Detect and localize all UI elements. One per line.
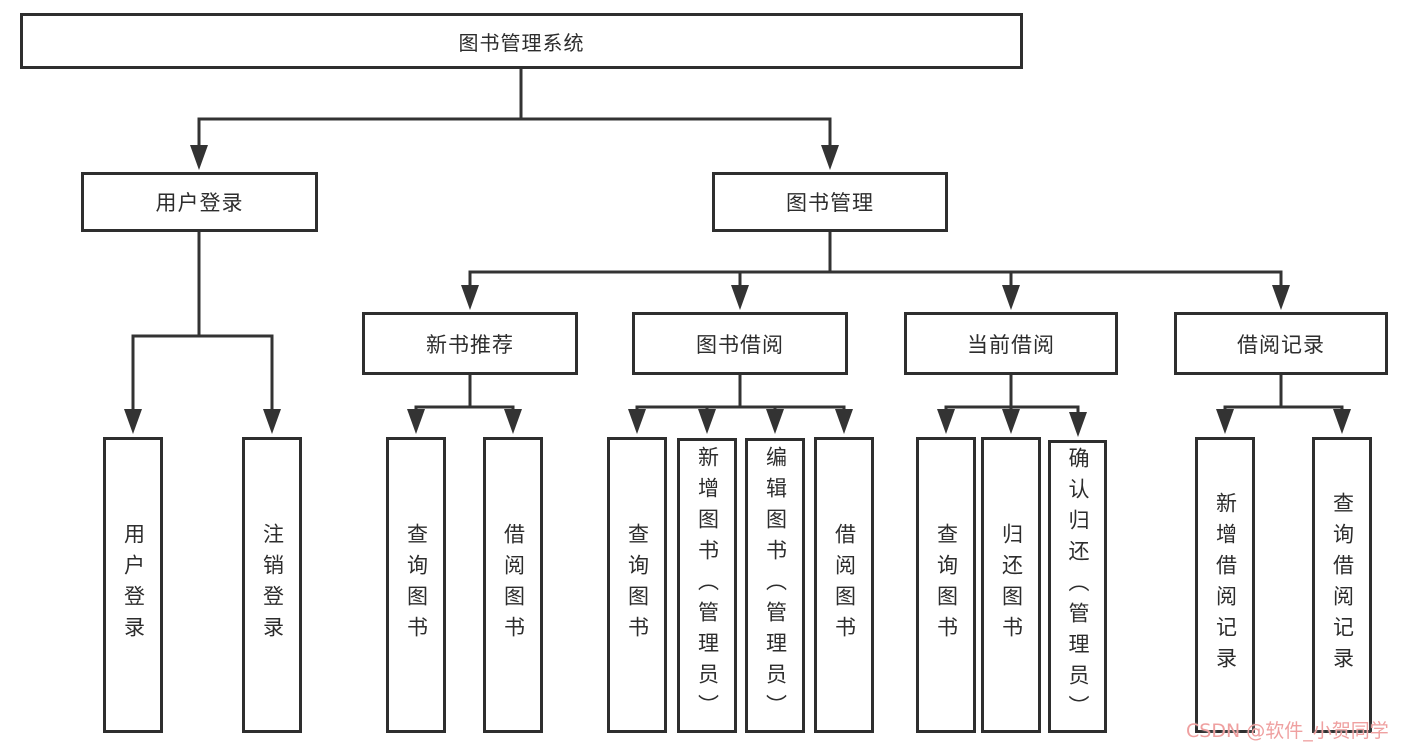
node-root-library-system: 图书管理系统 <box>20 13 1023 69</box>
node-current-confirm-return-admin: 确认归还（管理员） <box>1048 440 1107 733</box>
node-borrowing-borrow-books: 借阅图书 <box>814 437 874 733</box>
node-user-login: 用户登录 <box>103 437 163 733</box>
node-borrowing-edit-books-admin: 编辑图书（管理员） <box>745 438 805 733</box>
node-records-add-record: 新增借阅记录 <box>1195 437 1255 733</box>
node-borrow-records: 借阅记录 <box>1174 312 1388 375</box>
node-book-borrowing: 图书借阅 <box>632 312 848 375</box>
node-recommend-borrow-books: 借阅图书 <box>483 437 543 733</box>
node-borrowing-query-books: 查询图书 <box>607 437 667 733</box>
node-records-query-record: 查询借阅记录 <box>1312 437 1372 733</box>
node-recommend-query-books: 查询图书 <box>386 437 446 733</box>
node-new-book-recommend: 新书推荐 <box>362 312 578 375</box>
node-logout: 注销登录 <box>242 437 302 733</box>
node-book-management-branch: 图书管理 <box>712 172 948 232</box>
node-current-return-books: 归还图书 <box>981 437 1041 733</box>
node-current-borrowing: 当前借阅 <box>904 312 1118 375</box>
node-current-query-books: 查询图书 <box>916 437 976 733</box>
node-borrowing-add-books-admin: 新增图书（管理员） <box>677 438 737 733</box>
node-user-login-branch: 用户登录 <box>81 172 318 232</box>
csdn-watermark: CSDN @软件_小贺同学 <box>1186 720 1389 742</box>
